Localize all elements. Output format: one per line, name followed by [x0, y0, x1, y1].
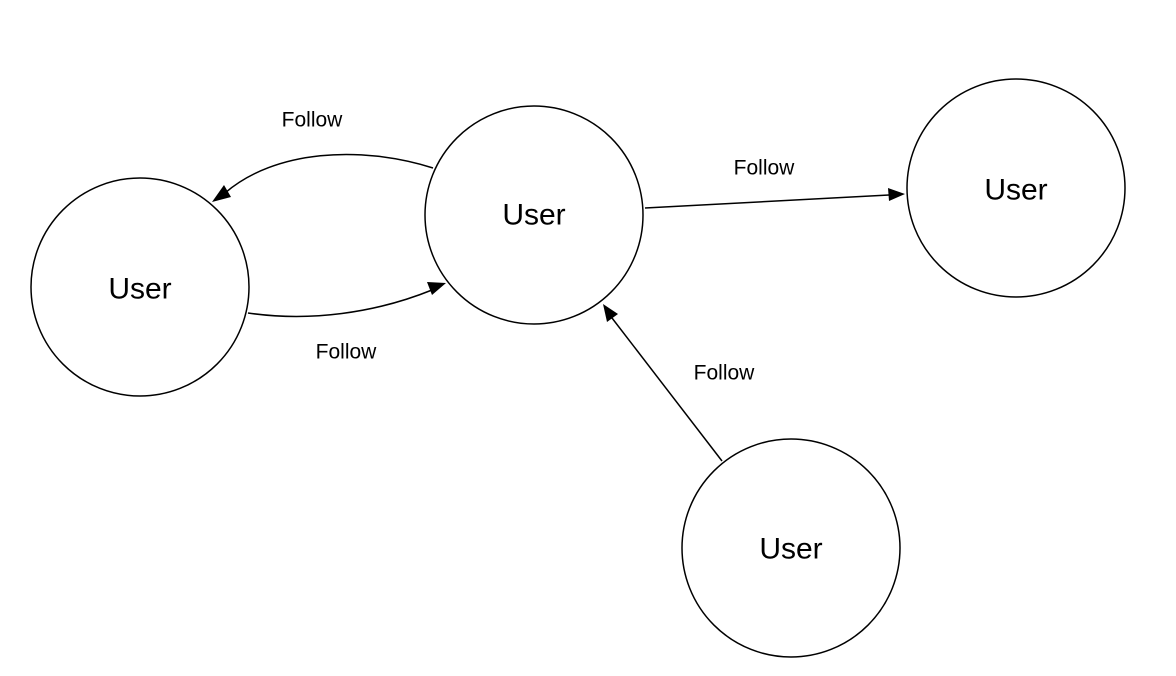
arrowhead [888, 188, 905, 201]
edge-line [644, 194, 890, 209]
edge-label-center-to-right: Follow [734, 157, 796, 180]
node-center: User [424, 105, 644, 325]
edge-left-to-center: Follow [247, 282, 446, 364]
arrowhead [603, 304, 618, 322]
node-circle [906, 78, 1126, 298]
node-label-right: User [984, 174, 1047, 207]
node-left: User [30, 177, 250, 397]
node-label-bottom: User [759, 533, 822, 566]
node-label-left: User [108, 273, 171, 306]
edge-line [224, 153, 434, 194]
edge-label-left-to-center: Follow [316, 341, 378, 364]
edge-center-to-left: Follow [212, 109, 434, 202]
edge-center-to-right: Follow [644, 157, 905, 209]
node-bottom: User [681, 438, 901, 658]
edge-line [247, 289, 433, 318]
node-label-center: User [502, 199, 565, 232]
edge-bottom-to-center: Follow [603, 304, 756, 462]
node-circle [424, 105, 644, 325]
node-circle [30, 177, 250, 397]
node-circle [681, 438, 901, 658]
arrowhead [427, 282, 446, 295]
arrowhead [212, 185, 231, 202]
node-right: User [906, 78, 1126, 298]
edge-label-bottom-to-center: Follow [694, 362, 756, 385]
edge-label-center-to-left: Follow [282, 109, 344, 132]
edge-line [611, 317, 723, 462]
